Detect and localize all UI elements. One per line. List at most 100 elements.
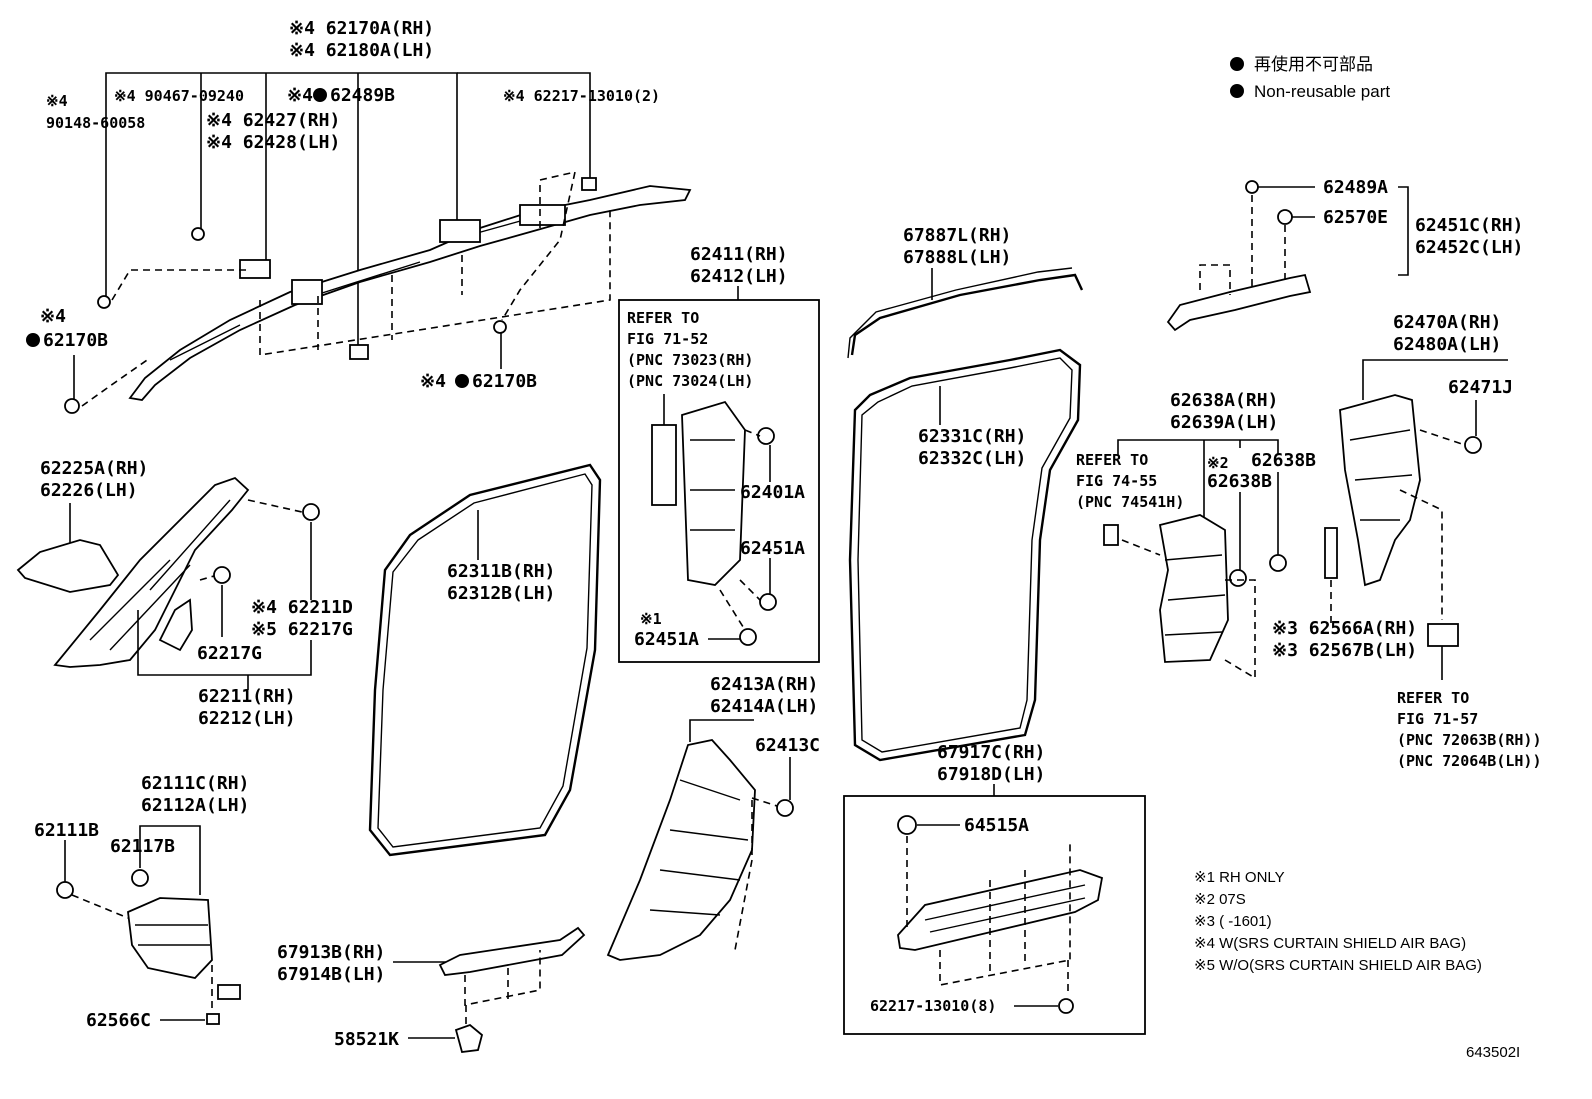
part-label: 62331C(RH) xyxy=(918,426,1026,447)
callout-box xyxy=(843,795,1146,1035)
roof-weatherstrip xyxy=(850,273,1084,356)
rear-door-weatherstrip xyxy=(848,348,1082,762)
alignment-line xyxy=(739,579,761,601)
part-label: 62413A(RH) xyxy=(710,674,818,695)
part-label: 67887L(RH) xyxy=(903,225,1011,246)
retainer-icon xyxy=(454,1023,484,1053)
part-label: 62225A(RH) xyxy=(40,458,148,479)
part-label: ※4 90467-09240 xyxy=(114,87,244,105)
part-label: 62638B xyxy=(1251,450,1316,471)
part-label: 62312B(LH) xyxy=(447,583,555,604)
part-label: 67917C(RH) xyxy=(937,742,1045,763)
rail-garnish-group: 62489A 62570E 62451C(RH) 62452C(LH) xyxy=(1166,177,1523,332)
non-reusable-dot-icon xyxy=(313,88,327,102)
part-label: 62639A(LH) xyxy=(1170,412,1278,433)
ref-text: REFER TO xyxy=(627,309,699,327)
garnish-detail xyxy=(89,499,231,651)
part-label: ※4 62427(RH) xyxy=(206,110,340,131)
alignment-line xyxy=(71,894,129,919)
alignment-line xyxy=(501,170,577,321)
scuff-plate-front-group: 67913B(RH) 67914B(LH) 58521K xyxy=(277,926,586,1053)
alignment-line xyxy=(247,499,303,513)
part-label: 67918D(LH) xyxy=(937,764,1045,785)
clip-icon xyxy=(757,427,775,445)
part-label: 62170B xyxy=(43,330,108,351)
leader-line xyxy=(1362,359,1508,400)
lower-pillar-garnish xyxy=(1158,514,1229,663)
part-label: ※4 xyxy=(40,306,66,327)
part-label: ※4 62428(LH) xyxy=(206,132,340,153)
assist-rail-garnish xyxy=(1166,273,1312,332)
ref-text: (PNC 73023(RH) xyxy=(627,351,753,369)
part-label: 62471J xyxy=(1448,377,1513,398)
part-label: 62489A xyxy=(1323,177,1388,198)
door-weatherstrips: 67887L(RH) 67888L(LH) 62331C(RH) 62332C(… xyxy=(368,225,1084,857)
part-label: 62211(RH) xyxy=(198,686,296,707)
alignment-line xyxy=(464,950,541,1006)
speaker-cover xyxy=(16,539,120,593)
quarter-pillar-garnish xyxy=(1339,394,1421,587)
airbag-bracket xyxy=(239,259,271,279)
center-pillar-lower-garnish xyxy=(606,739,756,961)
alignment-line xyxy=(751,797,778,807)
alignment-line xyxy=(81,357,151,407)
part-label: 62566C xyxy=(86,1010,151,1031)
part-label: 90148-60058 xyxy=(46,114,145,132)
part-label: 62414A(LH) xyxy=(710,696,818,717)
callout-box xyxy=(618,299,820,663)
alignment-line xyxy=(939,840,1071,986)
garnish-detail xyxy=(135,924,210,946)
part-label: 62111C(RH) xyxy=(141,773,249,794)
garnish-detail xyxy=(690,439,735,531)
clip-icon xyxy=(739,628,757,646)
part-label: 62117B xyxy=(110,836,175,857)
part-label: 62217G xyxy=(197,643,262,664)
part-label: ※1 xyxy=(640,610,662,628)
bracket-icon xyxy=(1427,623,1459,647)
part-label: 62332C(LH) xyxy=(918,448,1026,469)
non-reusable-dot-icon xyxy=(26,333,40,347)
center-pillar-garnish xyxy=(681,400,746,586)
clip-icon xyxy=(1277,209,1293,225)
part-label: 62411(RH) xyxy=(690,244,788,265)
footnote-1: ※1 RH ONLY xyxy=(1194,869,1285,886)
ref-text: (PNC 72063B(RH)) xyxy=(1397,731,1542,749)
roof-weatherstrip-edge xyxy=(847,267,1073,359)
non-reusable-dot-icon xyxy=(1230,84,1244,98)
quarter-garnish-group: 62470A(RH) 62480A(LH) 62471J ※3 62566A(R… xyxy=(1272,312,1542,770)
leader-line xyxy=(137,610,312,676)
leader-line xyxy=(105,72,458,300)
footnote-4: ※4 W(SRS CURTAIN SHIELD AIR BAG) xyxy=(1194,935,1466,952)
leader-line xyxy=(1398,186,1409,276)
clip-icon xyxy=(776,799,794,817)
part-label: ※4 xyxy=(420,371,446,392)
part-label: 62470A(RH) xyxy=(1393,312,1501,333)
front-door-weatherstrip xyxy=(368,463,602,857)
part-label: 62638A(RH) xyxy=(1170,390,1278,411)
part-label: 62451A xyxy=(634,629,699,650)
bracket-icon xyxy=(217,984,241,1000)
alignment-line xyxy=(1399,489,1443,620)
part-label: 62112A(LH) xyxy=(141,795,249,816)
part-label: 62451C(RH) xyxy=(1415,215,1523,236)
non-reusable-dot-icon xyxy=(455,374,469,388)
part-label: ※5 62217G xyxy=(251,619,353,640)
ref-text: FIG 71-52 xyxy=(627,330,708,348)
part-label: 64515A xyxy=(964,815,1029,836)
clip-icon xyxy=(759,593,777,611)
part-label: 62111B xyxy=(34,820,99,841)
rear-door-weatherstrip-inner xyxy=(857,357,1073,753)
legend: 再使用不可部品 Non-reusable part xyxy=(1230,54,1390,101)
legend-en: Non-reusable part xyxy=(1254,82,1390,101)
bolt-icon xyxy=(493,320,507,334)
bolt-icon xyxy=(64,398,80,414)
part-label: 62217-13010(8) xyxy=(870,997,996,1015)
clip-icon xyxy=(56,881,74,899)
non-reusable-dot-icon xyxy=(1230,57,1244,71)
ref-text: REFER TO xyxy=(1076,451,1148,469)
front-pillar-group: 62225A(RH) 62226(LH) ※4 62211D ※5 62217G… xyxy=(16,458,353,729)
seat-belt-anchor xyxy=(651,424,677,506)
clip-icon xyxy=(349,344,369,360)
bracket-icon xyxy=(1324,527,1338,579)
